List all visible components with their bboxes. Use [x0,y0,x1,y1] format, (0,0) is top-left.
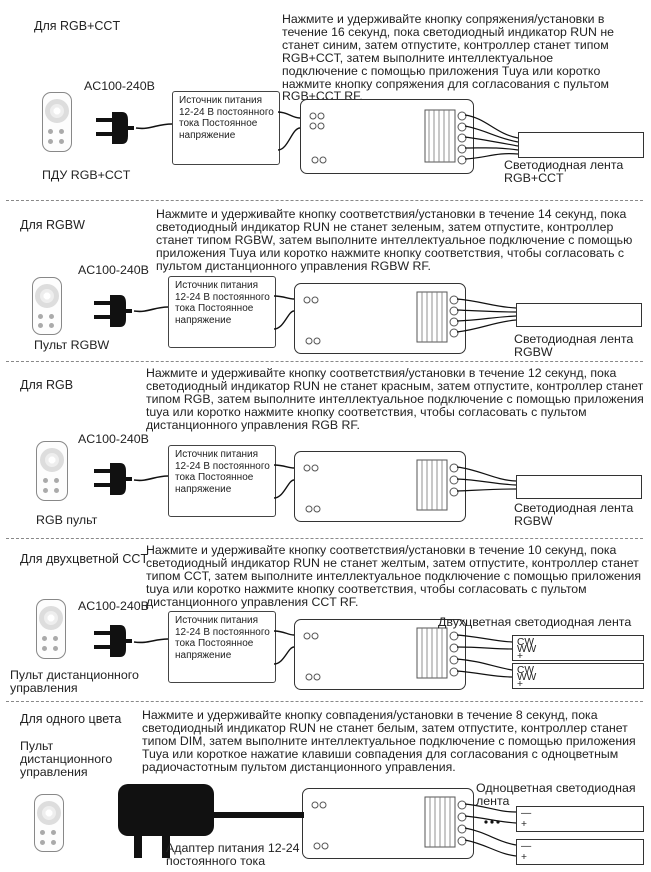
psu-label: Источник питания 12-24 В постоянного ток… [175,449,270,495]
controller-terminals-icon [303,291,459,345]
remote-label: Пульт дистанционного управления [20,739,113,780]
strip-label: Светодиодная лента RGBW [514,501,634,529]
section-rgbw: Для RGBW Нажмите и удерживайте кнопку со… [6,201,643,361]
strip-label: Светодиодная лента RGB+CCT [504,158,624,186]
voltage-label: AC100-240В [78,599,149,613]
strip-label: Светодиодная лента RGBW [514,332,634,360]
voltage-label: AC100-240В [78,432,149,446]
led-strip-1: — + [516,806,644,832]
power-supply: Источник питания 12-24 В постоянного ток… [172,91,280,165]
power-plug-icon [94,625,132,657]
terminal-plus: + [517,679,523,690]
power-plug-icon [94,295,132,327]
controller [302,788,474,859]
terminal-cw: CW [517,637,534,648]
terminal-ww: WW [517,672,537,683]
controller-terminals-icon [303,459,459,513]
led-strip-2: — + [516,839,644,865]
psu-label: Источник питания 12-24 В постоянного ток… [179,95,274,141]
controller [294,451,466,522]
section-divider [6,200,643,201]
section-instruction: Нажмите и удерживайте кнопку сопряжения/… [282,12,614,104]
section-heading: Для одного цвета [20,712,122,726]
section-cct: Для двухцветной CCT Нажмите и удерживайт… [6,539,644,701]
remote-label: Пульт RGBW [34,338,110,352]
power-supply: Источник питания 12-24 В постоянного ток… [168,611,276,683]
led-strip-2: CW WW + [512,663,644,690]
section-rgb-cct: Для RGB+CCT Нажмите и удерживайте кнопку… [6,0,644,200]
section-instruction: Нажмите и удерживайте кнопку соответстви… [146,543,642,609]
section-rgb: Для RGB Нажмите и удерживайте кнопку соо… [6,362,644,538]
controller-terminals-icon [303,627,459,681]
section-divider [6,361,643,362]
led-strip [516,475,642,499]
remote-label: ПДУ RGB+CCT [42,168,131,182]
controller [294,619,466,690]
remote-control [42,92,72,152]
terminal-minus: — [521,808,532,819]
led-strip [516,303,642,327]
section-heading: Для RGB [20,378,74,392]
terminal-plus: + [521,819,527,830]
voltage-label: AC100-240В [78,263,149,277]
power-plug-icon [96,112,134,144]
psu-label: Источник питания 12-24 В постоянного ток… [175,615,270,661]
remote-label: RGB пульт [36,513,98,527]
section-instruction: Нажмите и удерживайте кнопку соответстви… [156,207,633,273]
remote-control [34,794,64,852]
led-strip [518,132,644,158]
section-heading: Для двухцветной CCT [20,552,149,566]
section-heading: Для RGBW [20,218,85,232]
power-supply: Источник питания 12-24 В постоянного ток… [168,276,276,348]
strip-label: Двухцветная светодиодная лента [438,615,632,629]
section-divider [6,701,643,702]
terminal-ww: WW [517,644,537,655]
remote-label: Пульт дистанционного управления [10,668,139,696]
adapter-label: Адаптер питания 12-24 В постоянного тока [166,841,312,869]
terminal-cw: CW [517,665,534,676]
controller [300,99,474,174]
led-strip-1: CW WW + [512,635,644,662]
section-instruction: Нажмите и удерживайте кнопку совпадения/… [142,708,636,774]
controller-terminals-icon [309,109,467,165]
terminal-plus: + [521,852,527,863]
terminal-minus: — [521,841,532,852]
section-single-color: Для одного цвета Нажмите и удерживайте к… [6,702,644,872]
voltage-label: AC100-240В [84,79,155,93]
section-heading: Для RGB+CCT [34,19,121,33]
section-instruction: Нажмите и удерживайте кнопку соответстви… [146,366,644,432]
section-divider [6,538,643,539]
remote-control [36,599,66,659]
power-supply: Источник питания 12-24 В постоянного ток… [168,445,276,517]
psu-label: Источник питания 12-24 В постоянного ток… [175,280,270,326]
power-plug-icon [94,463,132,495]
remote-control [32,277,62,335]
remote-control [36,441,68,501]
strip-label: Одноцветная светодиодная лента [476,781,636,809]
terminal-plus: + [517,651,523,662]
controller-terminals-icon [311,796,467,850]
controller [294,283,466,354]
power-adapter-icon [118,784,214,858]
